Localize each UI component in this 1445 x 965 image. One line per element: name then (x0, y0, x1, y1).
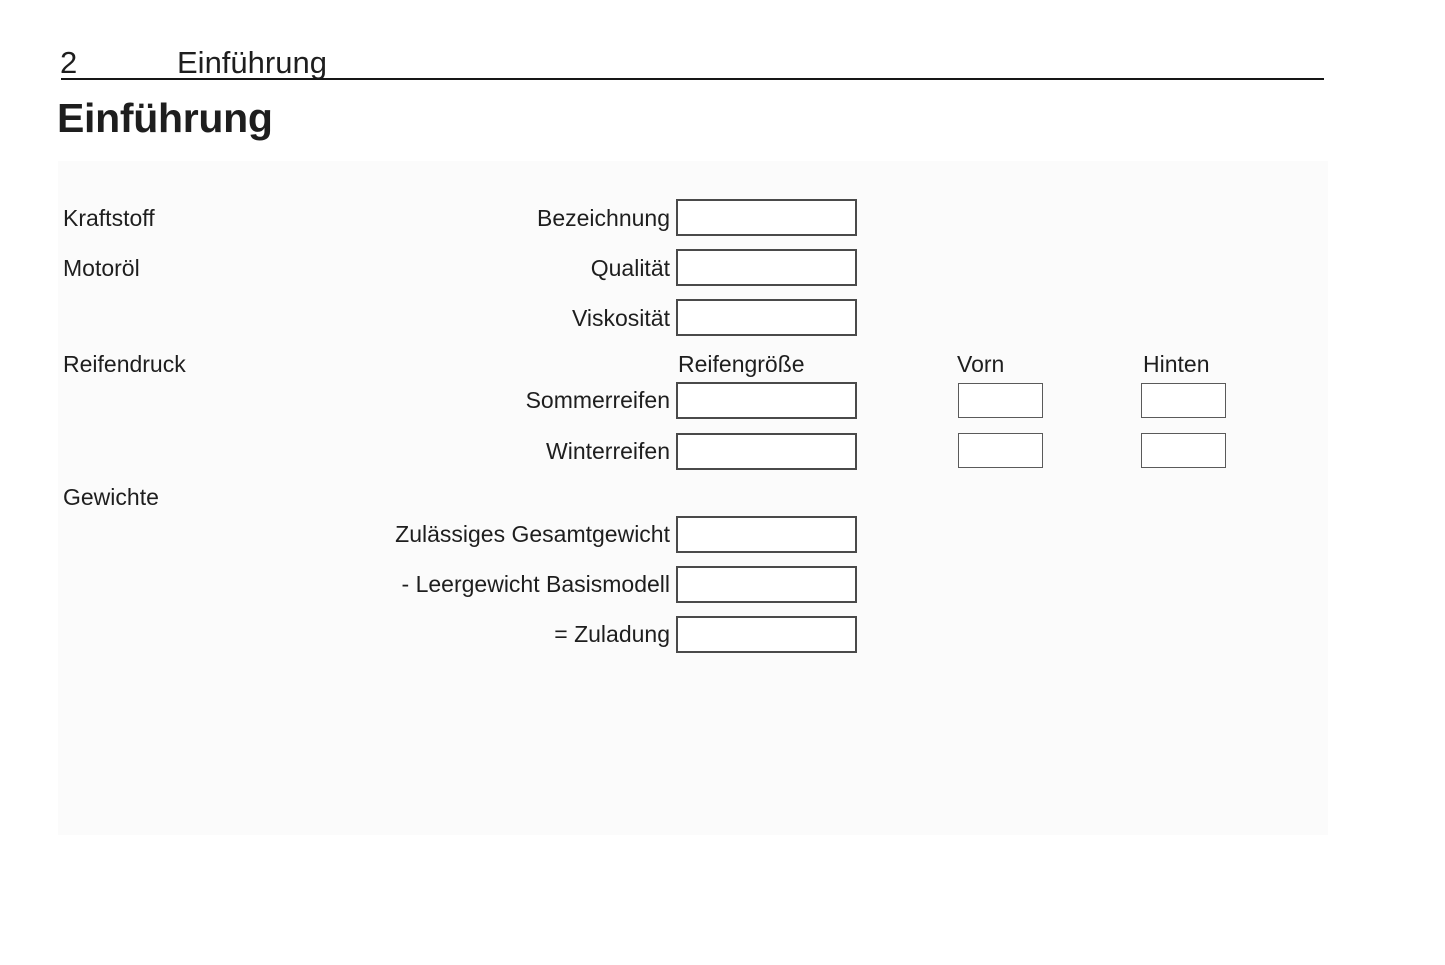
leergewicht-label: - Leergewicht Basismodell (401, 571, 670, 597)
section-label-gewichte: Gewichte (63, 484, 159, 510)
qualitaet-label: Qualität (590, 255, 670, 281)
zuladung-input[interactable] (676, 616, 857, 653)
running-header-chapter: Einführung (177, 45, 327, 80)
section-label-motoroel: Motoröl (63, 255, 140, 281)
sommerreifen-hinten-input[interactable] (1141, 383, 1226, 418)
page-title: Einführung (57, 95, 273, 141)
gesamtgewicht-label: Zulässiges Gesamtgewicht (395, 521, 670, 547)
zuladung-label: = Zuladung (554, 621, 670, 647)
winterreifen-vorn-input[interactable] (958, 433, 1043, 468)
sommerreifen-vorn-input[interactable] (958, 383, 1043, 418)
viskositaet-label: Viskosität (571, 305, 670, 331)
column-header-vorn: Vorn (957, 351, 1005, 377)
form-panel: Kraftstoff Motoröl Reifendruck Gewichte … (58, 161, 1328, 835)
page-number: 2 (60, 45, 78, 80)
gesamtgewicht-input[interactable] (676, 516, 857, 553)
winterreifen-label: Winterreifen (546, 438, 670, 464)
header-rule (61, 78, 1324, 80)
bezeichnung-input[interactable] (676, 199, 857, 236)
column-header-reifengroesse: Reifengröße (678, 351, 805, 377)
qualitaet-input[interactable] (676, 249, 857, 286)
sommerreifen-label: Sommerreifen (525, 387, 670, 413)
section-label-kraftstoff: Kraftstoff (63, 205, 155, 231)
leergewicht-input[interactable] (676, 566, 857, 603)
column-header-hinten: Hinten (1143, 351, 1210, 377)
section-label-reifendruck: Reifendruck (63, 351, 186, 377)
sommerreifen-groesse-input[interactable] (676, 382, 857, 419)
winterreifen-groesse-input[interactable] (676, 433, 857, 470)
bezeichnung-label: Bezeichnung (537, 205, 670, 231)
winterreifen-hinten-input[interactable] (1141, 433, 1226, 468)
viskositaet-input[interactable] (676, 299, 857, 336)
